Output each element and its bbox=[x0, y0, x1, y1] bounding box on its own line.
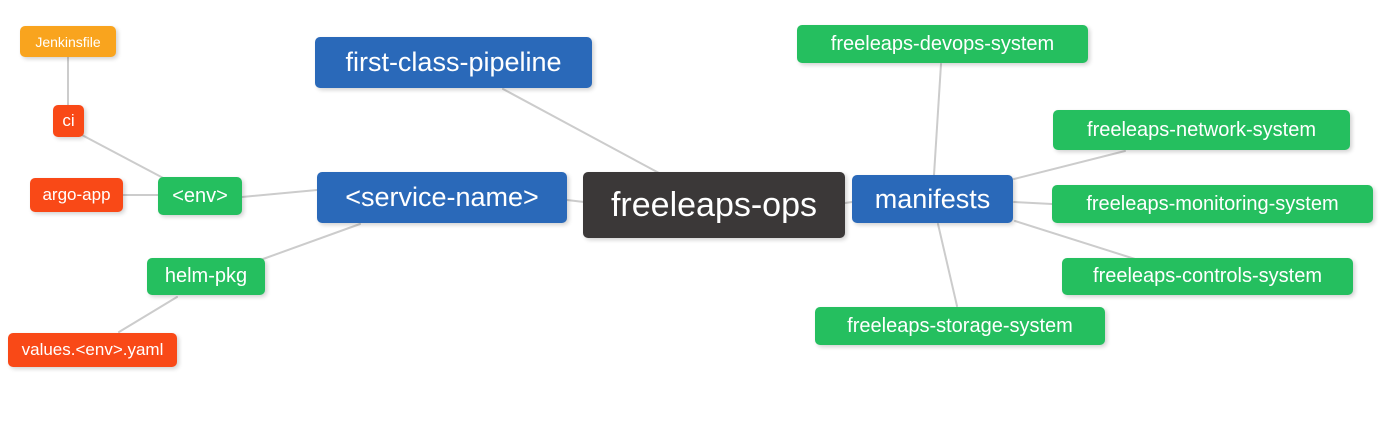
edge-freeleaps-ops-manifests bbox=[844, 201, 853, 204]
edge-ci-env bbox=[79, 133, 168, 181]
edge-manifests-devops bbox=[933, 63, 942, 176]
edge-service-name-freeleaps-ops bbox=[566, 199, 585, 203]
edge-manifests-storage bbox=[937, 223, 958, 307]
node-freeleaps-monitoring-system[interactable]: freeleaps-monitoring-system bbox=[1052, 185, 1373, 223]
node-first-class-pipeline[interactable]: first-class-pipeline bbox=[315, 37, 592, 88]
edge-manifests-monitoring bbox=[1013, 201, 1053, 205]
node-jenkinsfile[interactable]: Jenkinsfile bbox=[20, 26, 116, 57]
node-argo-app[interactable]: argo-app bbox=[30, 178, 123, 212]
node-manifests[interactable]: manifests bbox=[852, 175, 1013, 223]
edge-manifests-network bbox=[1013, 150, 1126, 180]
node-env[interactable]: <env> bbox=[158, 177, 242, 215]
node-values-env-yaml[interactable]: values.<env>.yaml bbox=[8, 333, 177, 367]
node-freeleaps-network-system[interactable]: freeleaps-network-system bbox=[1053, 110, 1350, 150]
node-freeleaps-controls-system[interactable]: freeleaps-controls-system bbox=[1062, 258, 1353, 295]
node-service-name[interactable]: <service-name> bbox=[317, 172, 567, 223]
edge-manifests-controls bbox=[1014, 220, 1136, 260]
node-ci[interactable]: ci bbox=[53, 105, 84, 137]
node-freeleaps-storage-system[interactable]: freeleaps-storage-system bbox=[815, 307, 1105, 345]
edge-helm-pkg-service-name bbox=[262, 223, 361, 260]
edge-env-service-name bbox=[241, 189, 318, 198]
edge-values-helm-pkg bbox=[118, 296, 178, 333]
node-helm-pkg[interactable]: helm-pkg bbox=[147, 258, 265, 295]
node-freeleaps-ops-root[interactable]: freeleaps-ops bbox=[583, 172, 845, 238]
node-freeleaps-devops-system[interactable]: freeleaps-devops-system bbox=[797, 25, 1088, 63]
edge-pipeline-freeleaps-ops bbox=[502, 88, 660, 174]
